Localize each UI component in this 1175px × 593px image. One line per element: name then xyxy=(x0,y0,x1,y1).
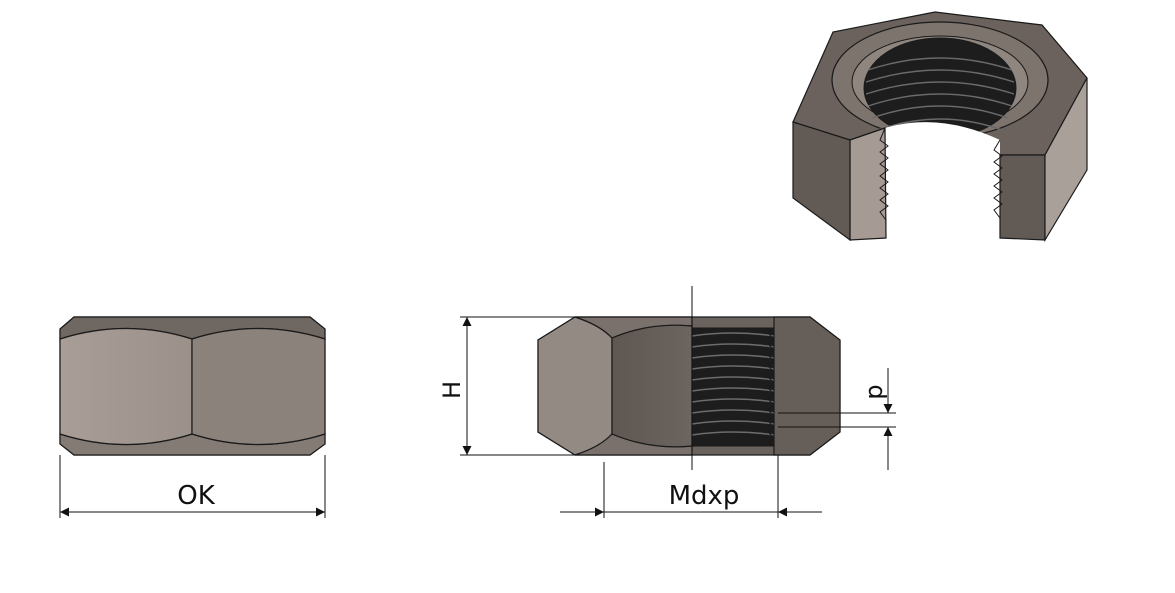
dimension-h: H xyxy=(438,316,575,456)
label-p: p xyxy=(860,384,888,399)
dimension-p: p xyxy=(778,368,896,470)
thread-lines xyxy=(692,332,774,436)
label-ok: OK xyxy=(177,481,215,511)
isometric-cutaway-nut xyxy=(792,11,1088,243)
section-view-nut xyxy=(537,286,841,470)
dimension-ok: OK xyxy=(59,455,326,518)
label-mdxp: Mdxp xyxy=(669,481,740,511)
label-h: H xyxy=(438,381,466,399)
iso-thread-lines xyxy=(865,57,1015,131)
dimension-mdxp: Mdxp xyxy=(560,455,822,518)
front-view-nut xyxy=(59,316,326,456)
